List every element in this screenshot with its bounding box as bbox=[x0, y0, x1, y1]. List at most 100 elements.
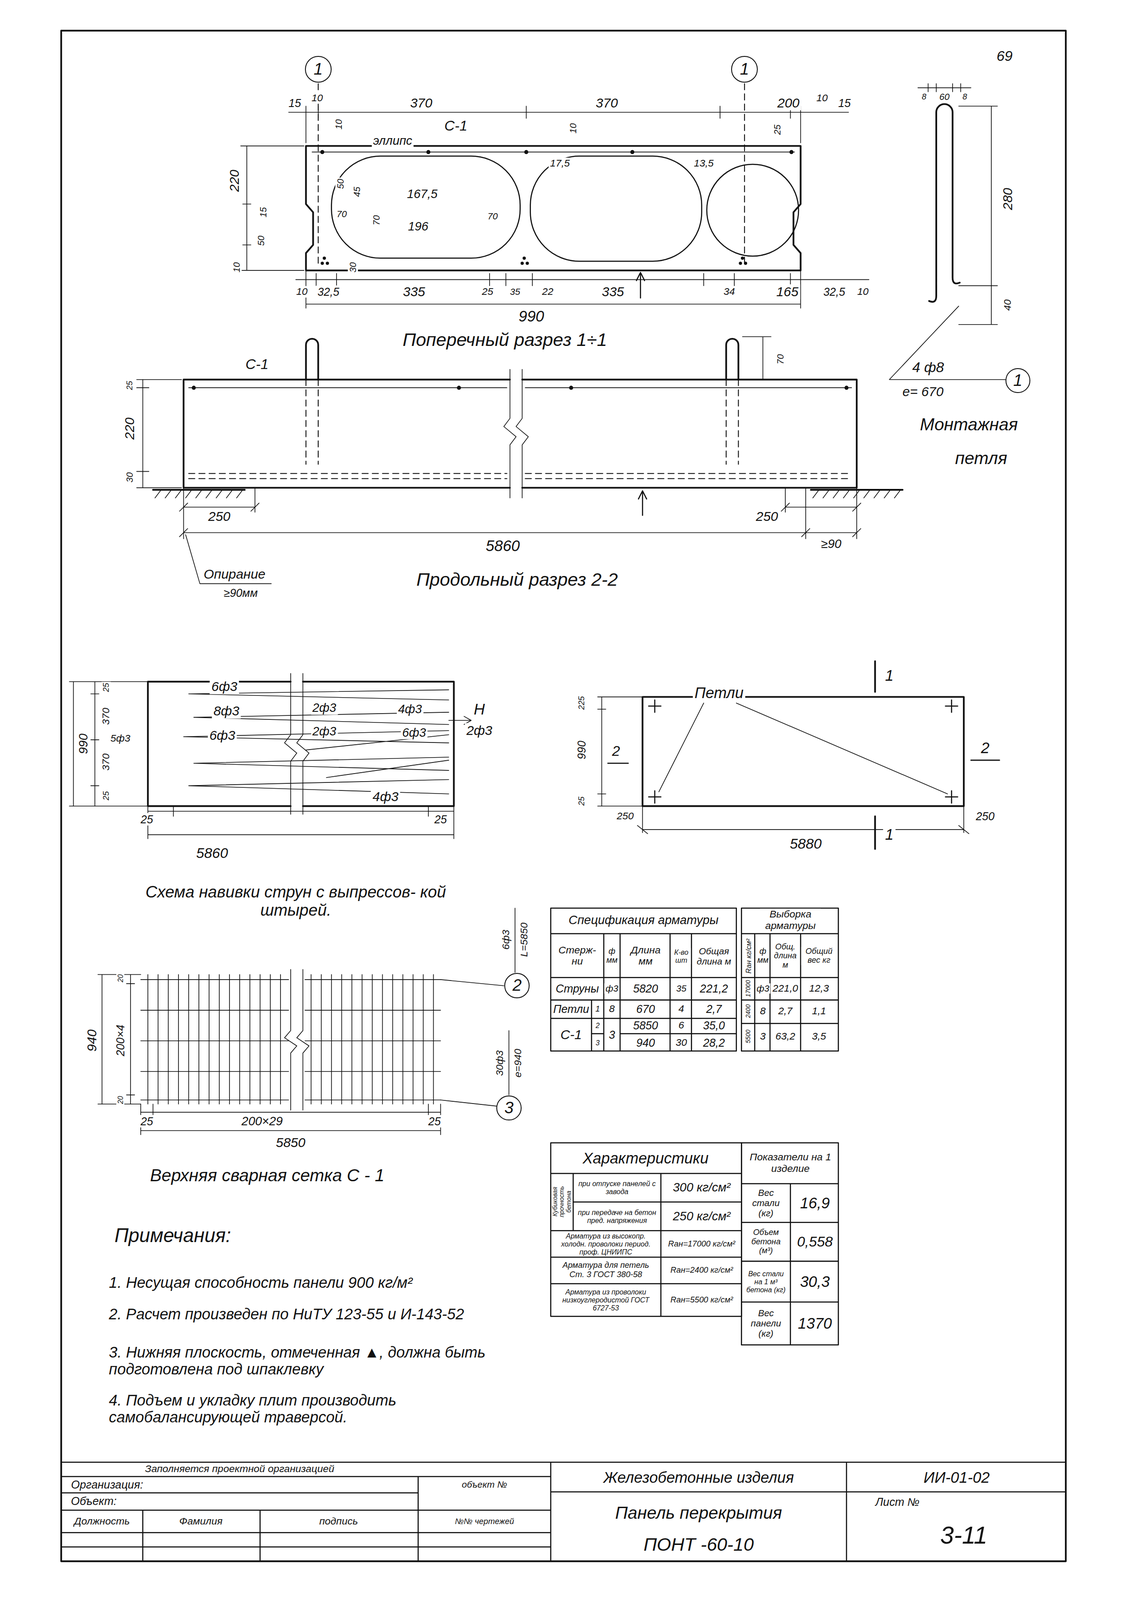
table-cell: 300 кг/см² bbox=[671, 1180, 733, 1195]
table-cell: 2400 bbox=[745, 1003, 752, 1019]
leader-line bbox=[440, 907, 516, 1106]
note-text: 1. Несущая способность панели 900 кг/м² bbox=[106, 1273, 546, 1291]
loop-label: 4 ф8 bbox=[910, 359, 946, 376]
callout-number: 1 bbox=[740, 60, 750, 79]
plan-label: 5880 bbox=[787, 835, 824, 852]
table-cell: ф3 bbox=[755, 983, 771, 994]
section-dimension: 50 bbox=[256, 234, 267, 247]
sheet-frame bbox=[61, 30, 1066, 1561]
break-line bbox=[503, 369, 529, 499]
rebar-dot bbox=[426, 150, 431, 155]
section-dimension: 22 bbox=[540, 285, 555, 298]
section-dimension: 10 bbox=[310, 92, 325, 104]
table-cell: Вес стали (кг) bbox=[743, 1187, 789, 1218]
section-dimension: ≥90мм bbox=[222, 586, 260, 599]
table-cell: Вес стали на 1 м³ бетона (кг) bbox=[743, 1269, 789, 1294]
section-dimension: 70 bbox=[371, 213, 382, 227]
panel-side-outline bbox=[183, 379, 857, 488]
strand-label: 370 bbox=[100, 706, 112, 726]
table-cell: 1,1 bbox=[810, 1005, 828, 1017]
callout-circle: 3 bbox=[496, 1095, 522, 1121]
section-dimension: 10 bbox=[295, 285, 309, 298]
section-dimension: 15 bbox=[836, 96, 852, 110]
rebar-dot bbox=[524, 150, 529, 155]
title-block-text: Панель перекрытия bbox=[613, 1502, 784, 1523]
section-dimension: 10 bbox=[568, 122, 579, 135]
dimension-line bbox=[295, 270, 869, 309]
lifting-loop bbox=[929, 103, 960, 302]
table-cell: 670 bbox=[634, 1002, 657, 1015]
table-cell: 3 bbox=[758, 1030, 767, 1042]
dimension-line bbox=[240, 146, 304, 271]
plan-label: 1 bbox=[883, 666, 896, 685]
plan-label: 225 bbox=[576, 694, 586, 711]
table-cell: 35,0 bbox=[701, 1018, 727, 1032]
strand-label: 25 bbox=[101, 681, 111, 693]
table-cell: Струны bbox=[554, 981, 601, 995]
table-cell: Арматура для петель Ст. 3 ГОСТ 380-58 bbox=[554, 1260, 658, 1279]
strand-label: 8ф3 bbox=[211, 703, 241, 719]
indicators-table-grid bbox=[741, 1142, 839, 1345]
callout-number: 1 bbox=[1013, 371, 1023, 390]
section-dimension: ≥90 bbox=[819, 536, 843, 551]
mesh-line bbox=[312, 151, 795, 153]
table-cell: К-во шт bbox=[671, 947, 692, 964]
section-dimension: 196 bbox=[406, 219, 431, 234]
table-cell: Стерж- ни bbox=[554, 944, 600, 967]
callout-number: 2 bbox=[512, 976, 523, 995]
table-cell: Rан кг/см² bbox=[744, 935, 753, 977]
callout-number: 3 bbox=[504, 1098, 514, 1117]
table-cell: Общий вес кг bbox=[801, 946, 837, 965]
mesh-line bbox=[188, 387, 852, 388]
plan-label: 2 bbox=[979, 739, 992, 757]
table-cell: 5820 bbox=[631, 981, 660, 995]
rebar-dot bbox=[320, 150, 325, 155]
section-dimension: 30 bbox=[124, 470, 135, 484]
table-cell: Показатели на 1 изделие bbox=[747, 1151, 834, 1174]
section-dimension: эллипс bbox=[371, 134, 414, 148]
strand-label: 25 bbox=[432, 812, 448, 826]
table-cell: С-1 bbox=[558, 1026, 584, 1042]
void-circle bbox=[706, 164, 799, 257]
title-block-text: Лист № bbox=[874, 1495, 922, 1508]
panel-plan-outline bbox=[642, 696, 964, 806]
section-line bbox=[318, 83, 745, 268]
table-cell: 3 bbox=[607, 1027, 617, 1041]
table-cell: 2,7 bbox=[776, 1005, 794, 1017]
section-dimension: 25 bbox=[771, 123, 783, 136]
table-cell: Общ. длина м bbox=[771, 941, 800, 970]
strand-label: 990 bbox=[76, 732, 91, 756]
plan-label: 250 bbox=[615, 810, 635, 822]
callout-circle: 1 bbox=[304, 55, 332, 83]
view-title: Схема навивки струн с выпрессов- кой шты… bbox=[142, 882, 449, 919]
strand-dot bbox=[522, 256, 526, 260]
dimension-line bbox=[597, 696, 643, 806]
section-dimension: 990 bbox=[516, 307, 547, 325]
table-cell: Объем бетона (м³) bbox=[743, 1227, 789, 1255]
strand-label: 4ф3 bbox=[396, 701, 424, 716]
mesh-dimension: 5850 bbox=[274, 1134, 308, 1150]
note-text: 4. Подъем и укладку плит производить сам… bbox=[106, 1391, 546, 1426]
section-dimension: 370 bbox=[593, 95, 620, 111]
callout-circle: 1 bbox=[731, 55, 758, 83]
mesh-dimension: 25 bbox=[427, 1114, 443, 1128]
section-dimension: 15 bbox=[287, 96, 303, 110]
section-mark bbox=[607, 759, 1000, 764]
loop-label: петля bbox=[953, 448, 1010, 468]
title-block-text: Организация: bbox=[69, 1477, 145, 1491]
plan-label: 1 bbox=[883, 825, 896, 844]
section-dimension: 250 bbox=[206, 508, 232, 524]
section-dimension: Опирание bbox=[201, 566, 267, 582]
table-cell: ф мм bbox=[756, 946, 770, 965]
section-dimension: 10 bbox=[231, 261, 242, 274]
title-block-text: №№ чертежей bbox=[454, 1515, 516, 1526]
strand-dot bbox=[325, 261, 329, 265]
break-line bbox=[284, 673, 309, 815]
strand-dot bbox=[525, 261, 529, 265]
table-cell: 6 bbox=[677, 1019, 686, 1031]
view-title: Поперечный разрез 1÷1 bbox=[400, 329, 610, 350]
section-dimension: 70 bbox=[486, 210, 499, 222]
note-text: 2. Расчет произведен по НиТУ 123-55 и И-… bbox=[106, 1305, 546, 1323]
title-block-text: объект № bbox=[460, 1478, 509, 1489]
section-dimension: 45 bbox=[352, 185, 363, 198]
